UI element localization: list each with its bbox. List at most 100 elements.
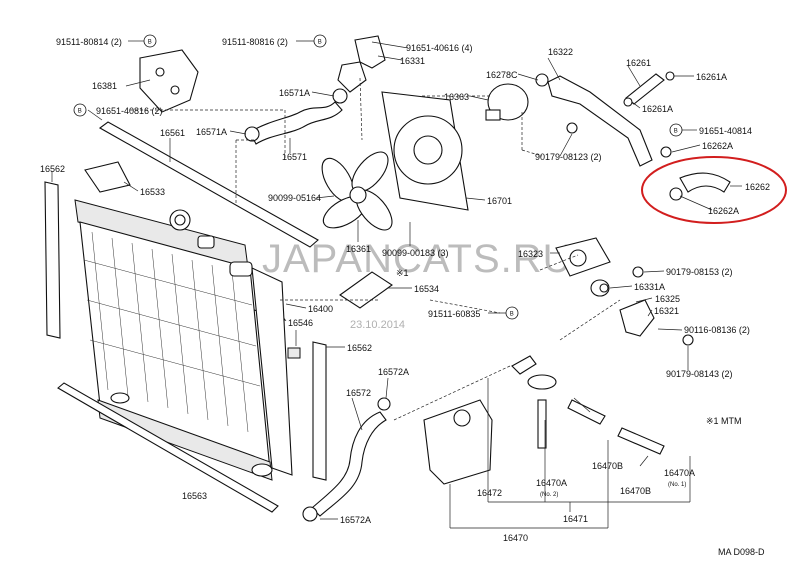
part-label: 16562: [347, 343, 372, 353]
lower-radiator-hose: [311, 411, 387, 517]
radiator-bracket: [84, 161, 131, 193]
drawing-code: MA D098-D: [718, 547, 765, 557]
caution-plate: [287, 347, 301, 359]
upper-radiator-hose: [249, 101, 343, 145]
hose-clamp: [377, 397, 391, 411]
svg-text:B: B: [674, 128, 678, 134]
air-seal-right: [312, 341, 327, 481]
part-label: 16563: [182, 491, 207, 501]
part-label: 16331: [400, 56, 425, 66]
hose-clamp: [665, 71, 675, 81]
bolt-symbol-b: B: [669, 123, 683, 137]
part-label: 16400: [308, 304, 333, 314]
radiator-assembly: [74, 199, 293, 481]
part-label: 16470A: [664, 468, 695, 478]
part-label: 16470B: [592, 461, 623, 471]
thermostat-housing: [555, 237, 694, 346]
reserve-tank-bracket-lines: [449, 378, 691, 529]
part-label: 16322: [548, 47, 573, 57]
part-label: 90116-08136 (2): [684, 325, 750, 335]
hose-clamp: [660, 146, 672, 158]
bolt: [566, 122, 578, 134]
hose-clamp: [669, 187, 683, 201]
part-label: 16261A: [696, 72, 727, 82]
highlight-circle: [641, 156, 787, 224]
radiator-core-hatching: [83, 231, 261, 433]
part-label: 16546: [288, 318, 313, 328]
radiator-support: [339, 271, 393, 309]
hose-clamp: [244, 126, 260, 142]
water-outlet: [337, 35, 386, 93]
tank-cap-icon: [453, 409, 471, 427]
part-label: 16325: [655, 294, 680, 304]
note-marker: ※1: [396, 268, 409, 278]
svg-text:B: B: [510, 311, 514, 317]
water-hose-16262: [679, 172, 731, 193]
part-label: 16331A: [634, 282, 665, 292]
tank-hose: [617, 427, 665, 455]
part-label: 16321: [654, 306, 679, 316]
top-seal: [98, 121, 319, 248]
part-label: 90179-08123 (2): [535, 152, 602, 162]
part-label: 16262A: [708, 206, 739, 216]
part-label: 16262A: [702, 141, 733, 151]
hose-clamp: [332, 88, 348, 104]
part-label: 16572: [346, 388, 371, 398]
drawing-note: ※1 MTM: [706, 416, 742, 426]
bottom-seal: [57, 382, 279, 513]
svg-text:B: B: [78, 108, 82, 114]
water-inlet: [619, 299, 655, 337]
part-label: 91651-40816 (2): [96, 106, 163, 116]
hose-clamp: [302, 506, 318, 522]
part-label-sub: (No. 1): [668, 482, 686, 488]
part-label: 91651-40616 (4): [406, 43, 473, 53]
part-label: 16571A: [279, 88, 310, 98]
tank-hose: [567, 399, 606, 425]
part-label: 16262: [745, 182, 770, 192]
part-label: 16571: [282, 152, 307, 162]
part-label: 90179-08153 (2): [666, 267, 733, 277]
o-ring: [535, 73, 549, 87]
dashed-guide-lines: [130, 77, 621, 421]
part-label: 91651-40814: [699, 126, 752, 136]
svg-text:B: B: [148, 39, 152, 45]
bolt-symbol-b: B: [73, 103, 87, 117]
part-label: 16471: [563, 514, 588, 524]
fan-shroud: [381, 91, 469, 211]
part-label: 91511-60835: [428, 309, 480, 319]
air-seal-left: [44, 181, 61, 339]
part-label: 16361: [346, 244, 371, 254]
part-label: 16533: [140, 187, 165, 197]
part-label-sub: (No. 2): [540, 492, 558, 498]
part-label: 16562: [40, 164, 65, 174]
bolt-symbol-b: B: [143, 34, 157, 48]
leader-lines: [51, 40, 742, 520]
reserve-tank: [423, 355, 665, 485]
part-label: 16470A: [536, 478, 567, 488]
part-number-labels: 91511-80814 (2) 91511-80816 (2) 91651-40…: [40, 37, 770, 557]
part-label: 16470: [503, 533, 528, 543]
part-label: 16261A: [642, 104, 673, 114]
date-stamp: 23.10.2014: [350, 319, 405, 331]
tank-hose: [537, 399, 547, 449]
cooling-fan: [321, 151, 393, 231]
bolt-symbol-b: B: [313, 34, 327, 48]
part-label: 16561: [160, 128, 185, 138]
bolt-symbol-b: B: [505, 306, 519, 320]
part-label: 16472: [477, 488, 502, 498]
part-label: 16278C: [486, 70, 518, 80]
upper-bracket: [139, 49, 199, 113]
nut: [632, 266, 644, 278]
part-label: 16363: [444, 92, 469, 102]
fan-motor: [485, 73, 549, 121]
part-label: 90099-05164: [268, 193, 321, 203]
part-label: 16534: [414, 284, 439, 294]
svg-text:B: B: [318, 39, 322, 45]
part-label: 91511-80816 (2): [222, 37, 288, 47]
part-label: 16571A: [196, 127, 227, 137]
part-label: 16470B: [620, 486, 651, 496]
part-label: 16323: [518, 249, 543, 259]
part-label: 16572A: [340, 515, 371, 525]
water-inlet-pipe: [547, 75, 653, 167]
